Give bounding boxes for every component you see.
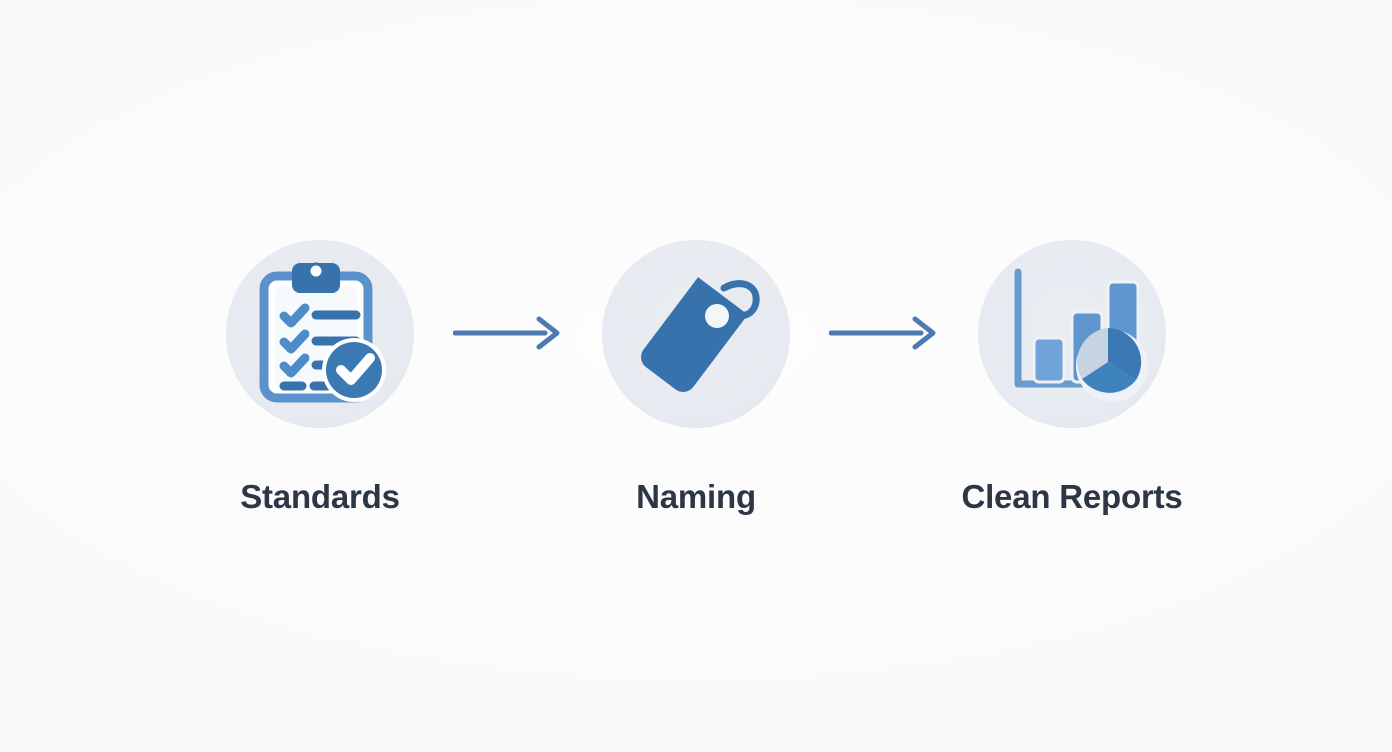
bar-pie-chart-icon bbox=[1014, 268, 1148, 402]
bar-1 bbox=[1032, 336, 1066, 383]
step-label-clean-reports: Clean Reports bbox=[961, 477, 1183, 515]
arrow-right-icon bbox=[829, 316, 936, 350]
price-tag-icon bbox=[641, 276, 760, 392]
clipboard-checklist-icon bbox=[259, 262, 386, 402]
flow-step-clean-reports[interactable]: Clean Reports bbox=[956, 239, 1188, 515]
arrow-right-icon bbox=[453, 316, 560, 350]
clean-reports-icon-circle bbox=[978, 239, 1166, 428]
flow-step-naming[interactable]: Naming bbox=[580, 239, 812, 515]
step-label-standards: Standards bbox=[240, 477, 400, 515]
step-label-naming: Naming bbox=[636, 477, 756, 515]
connector-arrow-1 bbox=[436, 316, 580, 350]
naming-icon-circle bbox=[602, 239, 790, 428]
pie-chart bbox=[1076, 327, 1148, 402]
connector-arrow-2 bbox=[812, 316, 956, 350]
flow-step-standards[interactable]: Standards bbox=[204, 239, 436, 515]
standards-icon-circle bbox=[226, 239, 414, 428]
